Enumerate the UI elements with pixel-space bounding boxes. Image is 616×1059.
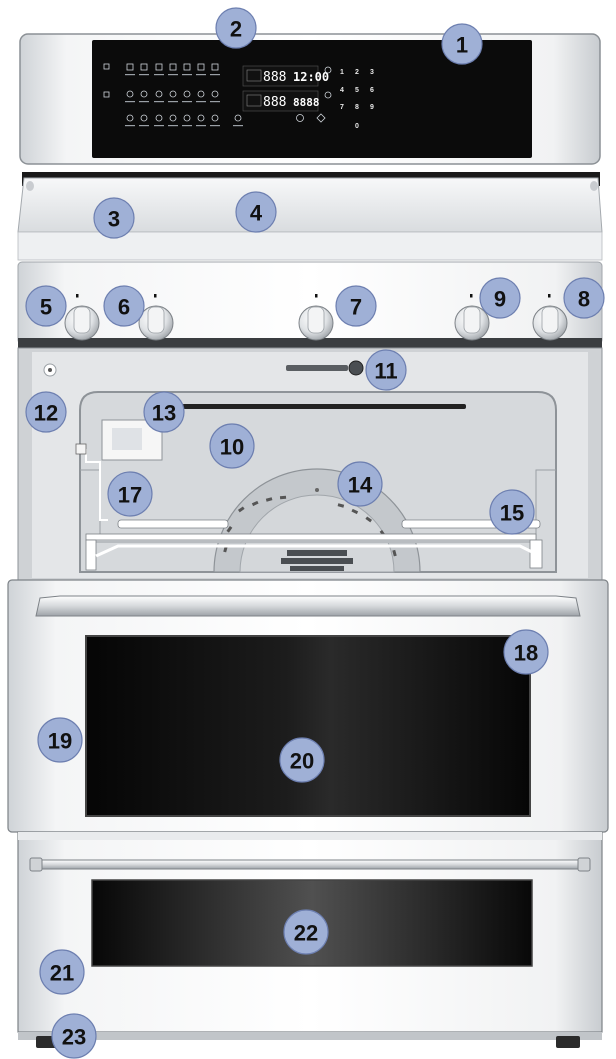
callout-17: 17 bbox=[108, 472, 152, 516]
kick-plate bbox=[18, 1032, 602, 1040]
callout-20: 20 bbox=[280, 738, 324, 782]
svg-text:18: 18 bbox=[514, 641, 538, 666]
callout-19: 19 bbox=[38, 718, 82, 762]
knob-center[interactable] bbox=[299, 306, 333, 340]
cooktop-bolt bbox=[590, 181, 598, 191]
callout-13: 13 bbox=[144, 392, 184, 432]
keypad-key-8[interactable]: 8 bbox=[355, 104, 359, 111]
fan-grille bbox=[281, 550, 353, 571]
callout-4: 4 bbox=[236, 192, 276, 232]
callout-9: 9 bbox=[480, 278, 520, 318]
upper-oven-door bbox=[8, 580, 608, 832]
callout-1: 1 bbox=[442, 24, 482, 64]
upper-clock-readout: 12:00 bbox=[293, 70, 329, 84]
svg-text:12: 12 bbox=[34, 401, 58, 426]
callout-6: 6 bbox=[104, 286, 144, 326]
lower-temp-readout: 888 bbox=[263, 95, 286, 110]
svg-text:21: 21 bbox=[50, 961, 74, 986]
svg-text:13: 13 bbox=[152, 401, 176, 426]
lower-clock-readout: 8888 bbox=[293, 96, 320, 109]
svg-text:1: 1 bbox=[456, 33, 468, 58]
callout-12: 12 bbox=[26, 392, 66, 432]
keypad-key-3[interactable]: 3 bbox=[370, 69, 374, 76]
broil-element bbox=[182, 404, 466, 409]
svg-text:10: 10 bbox=[220, 435, 244, 460]
keypad-key-1[interactable]: 1 bbox=[340, 69, 344, 76]
cooktop-bolt bbox=[26, 181, 34, 191]
callout-14: 14 bbox=[338, 462, 382, 506]
callout-8: 8 bbox=[564, 278, 604, 318]
keypad-key-6[interactable]: 6 bbox=[370, 87, 374, 94]
svg-text:4: 4 bbox=[250, 201, 263, 226]
callout-15: 15 bbox=[490, 490, 534, 534]
upper-oven-frame bbox=[18, 348, 602, 580]
callout-2: 2 bbox=[216, 8, 256, 48]
door-latch-knob bbox=[349, 361, 363, 375]
svg-text:8: 8 bbox=[578, 287, 590, 312]
keypad-key-4[interactable]: 4 bbox=[340, 87, 344, 94]
svg-text:23: 23 bbox=[62, 1025, 86, 1050]
lower-door-handle[interactable] bbox=[30, 858, 590, 871]
svg-text:9: 9 bbox=[494, 287, 506, 312]
callout-23: 23 bbox=[52, 1014, 96, 1058]
upper-door-handle[interactable] bbox=[36, 596, 580, 616]
callout-10: 10 bbox=[210, 424, 254, 468]
callout-11: 11 bbox=[366, 350, 406, 390]
knob-right-rear[interactable] bbox=[533, 306, 567, 340]
svg-text:5: 5 bbox=[40, 295, 52, 320]
knob-right-front[interactable] bbox=[455, 306, 489, 340]
callout-7: 7 bbox=[336, 286, 376, 326]
svg-text:14: 14 bbox=[348, 473, 373, 498]
keypad-key-2[interactable]: 2 bbox=[355, 69, 359, 76]
door-latch bbox=[286, 365, 348, 371]
svg-text:7: 7 bbox=[350, 295, 362, 320]
keypad-key-5[interactable]: 5 bbox=[355, 87, 359, 94]
upper-temp-readout: 888 bbox=[263, 70, 286, 85]
svg-text:15: 15 bbox=[500, 501, 524, 526]
callout-21: 21 bbox=[40, 950, 84, 994]
knob-left-front[interactable] bbox=[139, 306, 173, 340]
callout-3: 3 bbox=[94, 198, 134, 238]
svg-text:17: 17 bbox=[118, 483, 142, 508]
keypad-key-7[interactable]: 7 bbox=[340, 104, 344, 111]
svg-text:11: 11 bbox=[374, 359, 397, 384]
knob-left-rear[interactable] bbox=[65, 306, 99, 340]
keypad-key-9[interactable]: 9 bbox=[370, 104, 374, 111]
svg-text:2: 2 bbox=[230, 17, 242, 42]
svg-text:6: 6 bbox=[118, 295, 130, 320]
svg-text:3: 3 bbox=[108, 207, 120, 232]
keypad-key-0[interactable]: 0 bbox=[355, 123, 359, 130]
svg-text:19: 19 bbox=[48, 729, 72, 754]
svg-text:22: 22 bbox=[294, 921, 318, 946]
leveling-leg bbox=[556, 1036, 580, 1048]
callout-5: 5 bbox=[26, 286, 66, 326]
callout-18: 18 bbox=[504, 630, 548, 674]
callout-22: 22 bbox=[284, 910, 328, 954]
upper-door-window bbox=[86, 636, 530, 816]
svg-text:20: 20 bbox=[290, 749, 314, 774]
